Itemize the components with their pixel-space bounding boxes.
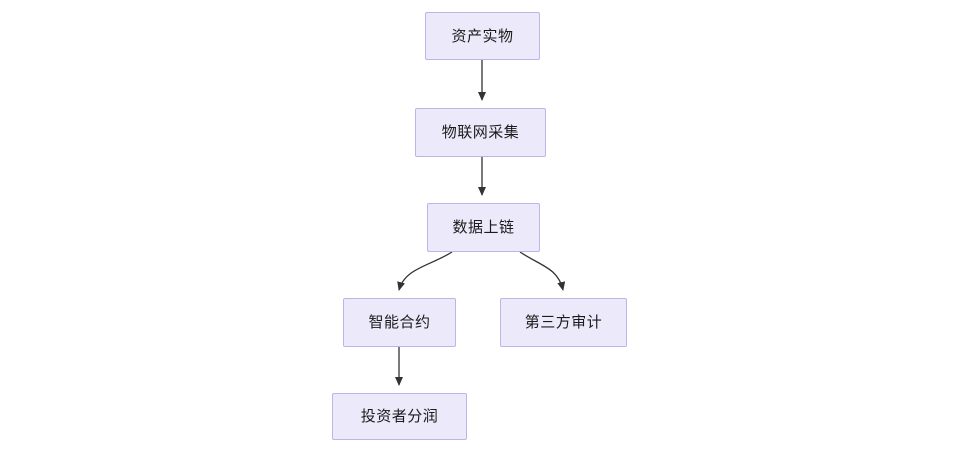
edge-onchain-to-contract <box>397 251 453 291</box>
node-investor-profit-share-label: 投资者分润 <box>360 408 439 425</box>
node-iot-collection-label: 物联网采集 <box>441 124 520 141</box>
node-iot-collection[interactable]: 物联网采集 <box>415 108 546 157</box>
edge-onchain-to-audit <box>519 251 566 291</box>
node-smart-contract-label: 智能合约 <box>368 314 431 331</box>
node-data-onchain[interactable]: 数据上链 <box>427 203 540 252</box>
node-third-party-audit-label: 第三方审计 <box>524 314 603 331</box>
node-asset[interactable]: 资产实物 <box>425 12 540 60</box>
node-investor-profit-share[interactable]: 投资者分润 <box>332 393 467 440</box>
node-asset-label: 资产实物 <box>451 27 514 45</box>
node-third-party-audit[interactable]: 第三方审计 <box>500 298 627 347</box>
node-data-onchain-label: 数据上链 <box>452 219 515 236</box>
node-smart-contract[interactable]: 智能合约 <box>343 298 456 347</box>
